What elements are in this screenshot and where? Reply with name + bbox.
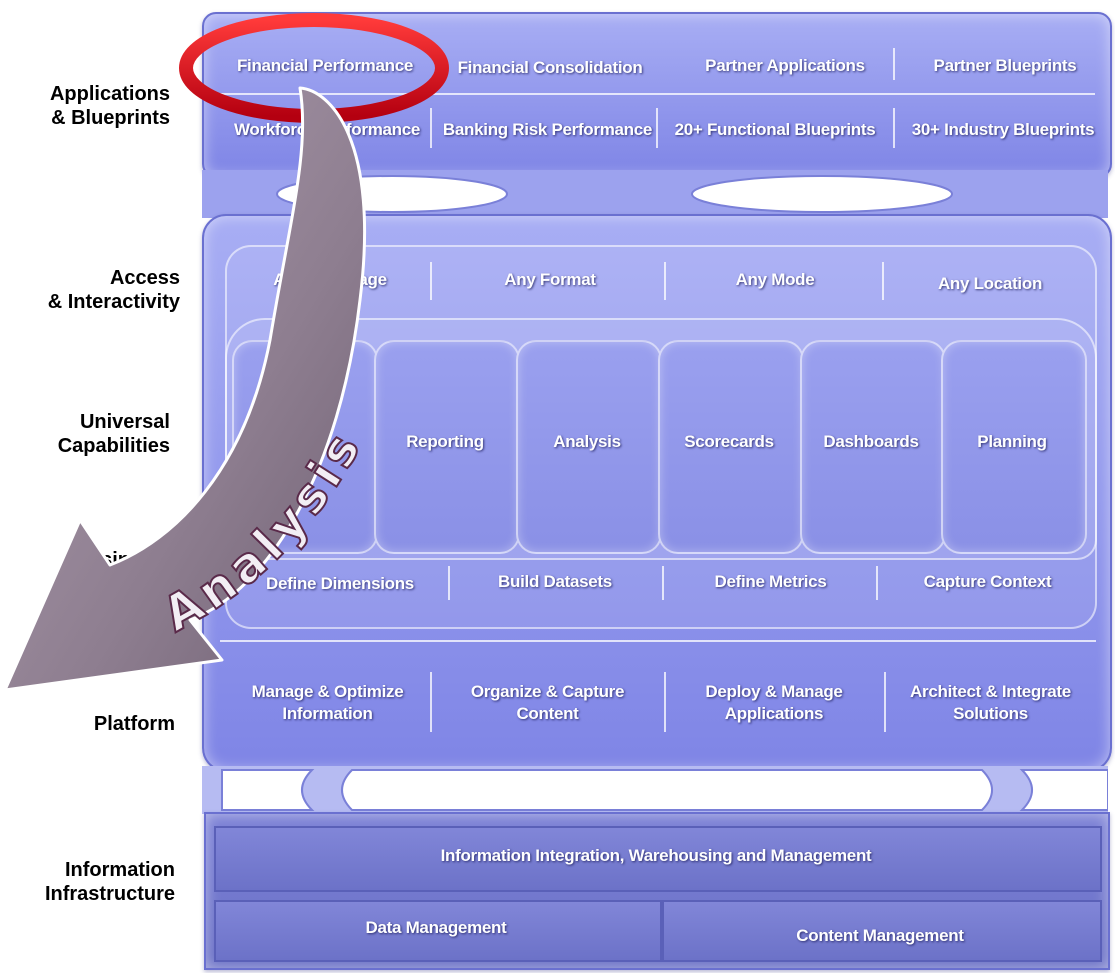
capability-analysis: Analysis (553, 432, 621, 451)
platform-divider-3 (884, 672, 886, 732)
platform-divider-1 (430, 672, 432, 732)
access-divider-1 (430, 262, 432, 300)
access-any-mode[interactable]: Any Mode (735, 270, 815, 289)
capability-box-reporting[interactable] (374, 340, 520, 554)
label-information-infrastructure: Information Infrastructure (44, 859, 175, 905)
access-divider-2 (664, 262, 666, 300)
bm-divider-3 (876, 566, 878, 600)
bm-divider-2 (662, 566, 664, 600)
platform-organize-capture[interactable]: Organize & Capture Content (470, 682, 625, 723)
app-divider-3 (893, 48, 895, 80)
infra-data-management[interactable]: Data Management (365, 918, 507, 937)
access-any-format[interactable]: Any Format (504, 270, 596, 289)
platform-manage-optimize[interactable]: Manage & Optimize Information (251, 682, 404, 723)
label-business-model: Busin Mo (74, 549, 130, 595)
platform-divider-top (220, 640, 1096, 642)
bm-define-metrics[interactable]: Define Metrics (714, 572, 827, 591)
applications-panel (202, 12, 1112, 178)
access-any-language[interactable]: Any Language (273, 270, 387, 289)
app-financial-performance[interactable]: Financial Performance (236, 56, 414, 75)
app-industry-blueprints[interactable]: 30+ Industry Blueprints (911, 120, 1095, 139)
applications-row-divider (215, 93, 1095, 95)
capability-scorecards: Scorecards (684, 432, 774, 451)
access-divider-3 (882, 262, 884, 300)
infrastructure-content-bar (662, 900, 1102, 962)
capability-box-scorecards[interactable] (658, 340, 804, 554)
platform-architect-integrate[interactable]: Architect & Integrate Solutions (910, 682, 1071, 723)
bm-divider-1 (448, 566, 450, 600)
capability-query: Query (279, 432, 327, 451)
infrastructure-data-bar (214, 900, 662, 962)
connector-links-bottom (202, 766, 1108, 814)
app-divider-2 (656, 108, 658, 148)
label-applications-blueprints: Applications & Blueprints (49, 83, 170, 129)
app-functional-blueprints[interactable]: 20+ Functional Blueprints (674, 120, 876, 139)
platform-deploy-manage[interactable]: Deploy & Manage Applications (705, 682, 843, 723)
app-partner-applications[interactable]: Partner Applications (705, 56, 865, 75)
capability-reporting: Reporting (406, 432, 484, 451)
bm-define-dimensions[interactable]: Define Dimensions (266, 574, 414, 593)
connector-links-top (202, 170, 1108, 218)
app-workforce-performance[interactable]: Workforce Performance (233, 120, 421, 139)
infra-content-management[interactable]: Content Management (796, 926, 964, 945)
app-partner-blueprints[interactable]: Partner Blueprints (933, 56, 1077, 75)
label-platform: Platform (93, 713, 175, 735)
app-banking-risk-performance[interactable]: Banking Risk Performance (442, 120, 653, 139)
bm-build-datasets[interactable]: Build Datasets (498, 572, 612, 591)
bm-capture-context[interactable]: Capture Context (923, 572, 1052, 591)
app-financial-consolidation[interactable]: Financial Consolidation (457, 58, 643, 77)
capability-box-planning[interactable] (941, 340, 1087, 554)
capability-box-dashboards[interactable] (800, 340, 946, 554)
capability-planning: Planning (977, 432, 1047, 451)
capability-box-analysis[interactable] (516, 340, 662, 554)
platform-divider-2 (664, 672, 666, 732)
access-any-location[interactable]: Any Location (937, 274, 1043, 293)
app-divider-1 (430, 108, 432, 148)
label-access-interactivity: Access & Interactivity (47, 267, 180, 313)
label-universal-capabilities: Universal Capabilities (57, 411, 170, 457)
infrastructure-top-bar (214, 826, 1102, 892)
infra-integration-warehousing[interactable]: Information Integration, Warehousing and… (440, 846, 872, 865)
app-divider-4 (893, 108, 895, 148)
capability-dashboards: Dashboards (823, 432, 919, 451)
